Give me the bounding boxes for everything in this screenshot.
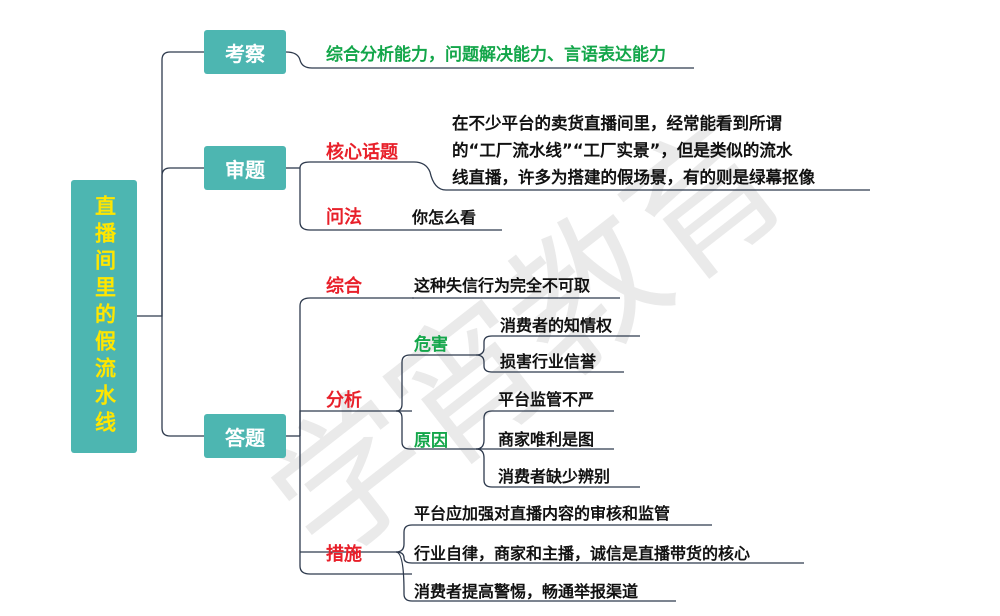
wenfa-label: 问法 — [326, 207, 362, 228]
core-topic-line-1: 在不少平台的卖货直播间里，经常能看到所谓 — [452, 114, 782, 133]
zonghe-content: 这种失信行为完全不可取 — [414, 276, 591, 295]
cuoshi-item-1: 平台应加强对直播内容的审核和监管 — [414, 504, 671, 523]
kaocha-content: 综合分析能力，问题解决能力、言语表达能力 — [326, 45, 666, 65]
zonghe-label: 综合 — [326, 276, 362, 297]
root-node: 直播间里的假流水线 — [71, 180, 137, 453]
node-kaocha-label: 考察 — [225, 41, 265, 66]
cause-label: 原因 — [414, 431, 448, 451]
core-topic-text: 在不少平台的卖货直播间里，经常能看到所谓 的“工厂流水线”“工厂实景”，但是类似… — [452, 110, 815, 191]
cause-item-2: 商家唯利是图 — [498, 430, 595, 449]
cuoshi-label: 措施 — [326, 544, 362, 565]
core-topic-label: 核心话题 — [326, 142, 398, 163]
node-dati: 答题 — [204, 414, 286, 458]
node-dati-label: 答题 — [225, 425, 265, 450]
core-topic-line-3: 线直播，许多为搭建的假场景，有的则是绿幕抠像 — [452, 168, 815, 187]
node-shenti: 审题 — [204, 146, 286, 190]
node-shenti-label: 审题 — [225, 157, 265, 182]
fenxi-label: 分析 — [326, 390, 362, 411]
wenfa-content: 你怎么看 — [412, 208, 477, 227]
cause-item-3: 消费者缺少辨别 — [498, 467, 611, 486]
cause-item-1: 平台监管不严 — [498, 390, 595, 409]
node-kaocha: 考察 — [204, 30, 286, 74]
root-title: 直播间里的假流水线 — [92, 195, 117, 438]
core-topic-line-2: 的“工厂流水线”“工厂实景”，但是类似的流水 — [452, 141, 793, 160]
cuoshi-item-3: 消费者提高警惕，畅通举报渠道 — [414, 582, 639, 601]
harm-item-2: 损害行业信誉 — [500, 352, 597, 371]
harm-item-1: 消费者的知情权 — [500, 316, 613, 335]
cuoshi-item-2: 行业自律，商家和主播，诚信是直播带货的核心 — [414, 544, 751, 563]
harm-label: 危害 — [414, 335, 448, 355]
